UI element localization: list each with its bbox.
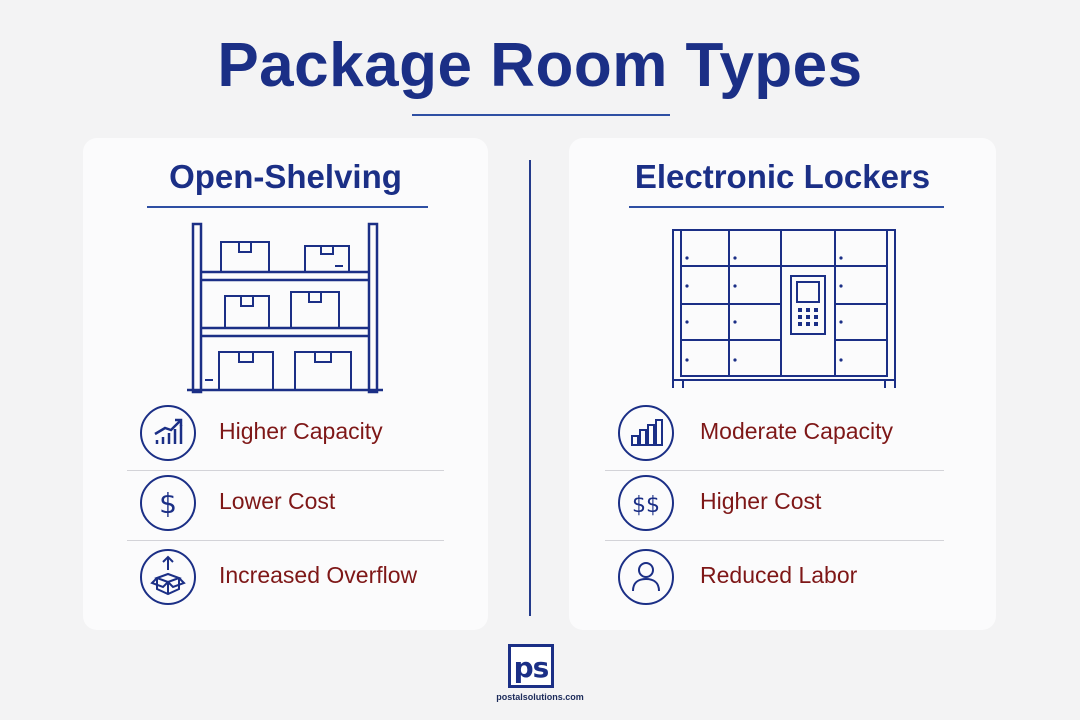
electronic-lockers-card: Electronic Lockers	[569, 138, 996, 630]
svg-text:$$: $$	[632, 493, 660, 518]
feature-label: Higher Capacity	[219, 418, 383, 444]
center-divider	[529, 160, 531, 616]
title-underline	[412, 114, 670, 116]
postal-solutions-logo: ps postalsolutions.com	[496, 644, 584, 704]
feature-increased-overflow: Increased Overflow	[127, 548, 444, 608]
feature-higher-capacity: Higher Capacity	[127, 404, 444, 471]
feature-label: Higher Cost	[700, 488, 822, 514]
feature-moderate-capacity: Moderate Capacity	[605, 404, 944, 471]
feature-separator	[605, 540, 944, 541]
open-shelving-heading: Open-Shelving	[169, 158, 402, 195]
open-shelving-underline	[147, 206, 428, 208]
feature-separator	[127, 470, 444, 471]
feature-label: Lower Cost	[219, 488, 336, 514]
logo-mark: ps	[508, 644, 554, 688]
double-dollar-icon: $$	[618, 475, 674, 531]
feature-lower-cost: $ Lower Cost	[127, 474, 444, 541]
logo-url: postalsolutions.com	[496, 692, 584, 702]
feature-label: Increased Overflow	[219, 562, 418, 588]
feature-reduced-labor: Reduced Labor	[605, 548, 944, 608]
person-icon	[618, 549, 674, 605]
logo-mark-text: ps	[513, 651, 550, 684]
feature-label: Moderate Capacity	[700, 418, 894, 444]
shelving-unit-icon	[187, 222, 383, 394]
feature-separator	[127, 540, 444, 541]
rising-chart-icon	[140, 405, 196, 461]
electronic-lockers-underline	[629, 206, 944, 208]
dollar-icon: $	[140, 475, 196, 531]
feature-label: Reduced Labor	[700, 562, 858, 588]
feature-higher-cost: $$ Higher Cost	[605, 474, 944, 541]
open-box-icon	[140, 549, 196, 605]
bar-chart-icon	[618, 405, 674, 461]
locker-unit-icon	[672, 229, 896, 388]
electronic-lockers-heading: Electronic Lockers	[634, 158, 931, 195]
open-shelving-card: Open-Shelving	[83, 138, 488, 630]
feature-separator	[605, 470, 944, 471]
svg-text:$: $	[159, 487, 177, 520]
page-title: Package Room Types	[217, 31, 863, 100]
